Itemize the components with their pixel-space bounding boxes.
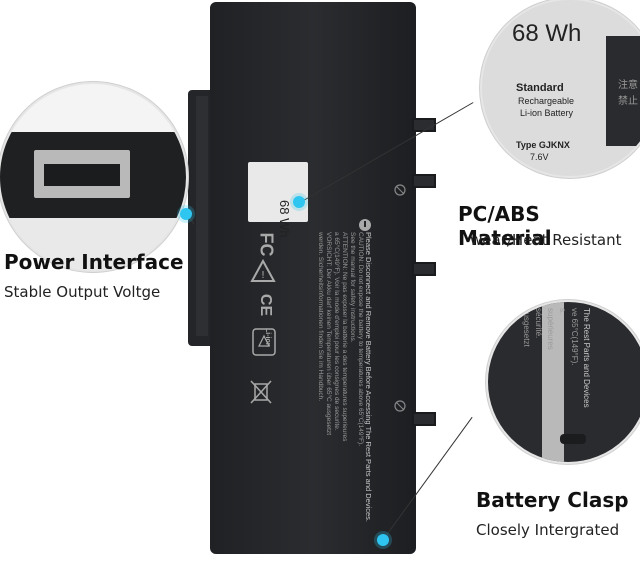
power-interface-zoom (0, 82, 188, 272)
fc-mark: FC (256, 232, 277, 257)
zoom-clasp-line: supérieures (546, 308, 555, 350)
feature-subtitle-power: Stable Output Voltge (4, 283, 161, 301)
feature-subtitle-clasp: Closely Intergrated (476, 521, 620, 539)
warning-line: See the manual for safety instructions. (349, 232, 356, 343)
feature-title-clasp: Battery Clasp (476, 488, 629, 512)
warning-text-block: Please Disconnect and Remove Battery Bef… (316, 232, 372, 522)
zoom-battery-edge (606, 36, 640, 146)
battery-body (210, 2, 416, 554)
warning-line: werden. Sicherheitsinformationen finden … (317, 232, 324, 402)
battery-label-text: 68 Wh (237, 200, 292, 238)
zoom-voltage: 7.6V (530, 152, 549, 162)
feature-title-power: Power Interface (4, 250, 184, 274)
connector-slot (44, 164, 120, 186)
battery-left-tab-inner (196, 96, 208, 336)
zoom-label-band (542, 302, 564, 462)
warning-line: CAUTION: Do not expose the battery to te… (357, 232, 364, 447)
recycle-icon (252, 328, 276, 356)
zoom-warn-short: 禁止 (618, 96, 638, 107)
warning-line: ATTENTION: Ne pas exposer la batterie a … (341, 232, 348, 442)
feature-title-material: PC/ABS Material (458, 202, 552, 250)
screw-icon (394, 400, 406, 412)
zoom-grade: Standard (516, 82, 564, 94)
battery-label-sticker (248, 162, 308, 222)
battery-lug (412, 174, 436, 188)
zoom-chemistry: Li-ion Battery (520, 108, 574, 118)
callout-dot-material (293, 196, 305, 208)
callout-dot-clasp (377, 534, 389, 546)
ce-mark: CE (257, 293, 275, 317)
screw-icon (394, 184, 406, 196)
zoom-background (0, 218, 186, 270)
battery-lug (412, 412, 436, 426)
battery-clasp-zoom: The Rest Parts and Devices ve 65°C(149°F… (486, 300, 640, 464)
hazard-triangle-icon: ! (250, 258, 276, 282)
battery-capacity: 68 Wh (277, 200, 292, 238)
label-zoom: 68 Wh Standard Rechargeable Li-ion Batte… (480, 0, 640, 178)
zoom-warn-short: 注意 (618, 80, 638, 91)
zoom-rechargeable: Rechargeable (518, 96, 575, 106)
callout-dot-power (180, 208, 192, 220)
zoom-type: Type GJKNX (516, 140, 570, 150)
feature-subtitle-material: wear/Heat Resistant (470, 231, 622, 249)
warning-title: Please Disconnect and Remove Battery Bef… (364, 232, 372, 522)
warning-line: VORSICHT: Der Akku darf keinen Temperatu… (325, 232, 332, 435)
warning-line: a 65°C(149°F). Voir la mode d'emploi pou… (333, 232, 340, 431)
zoom-clasp-line: sécurité. (534, 308, 543, 339)
battery-lug (412, 262, 436, 276)
crossed-bin-icon (250, 380, 272, 404)
zoom-clasp-line: ausgesetzt (522, 308, 531, 347)
zoom-capacity: 68 Wh (512, 20, 582, 47)
svg-text:!: ! (261, 270, 265, 281)
info-icon (359, 219, 371, 231)
clasp-hook (560, 434, 586, 444)
